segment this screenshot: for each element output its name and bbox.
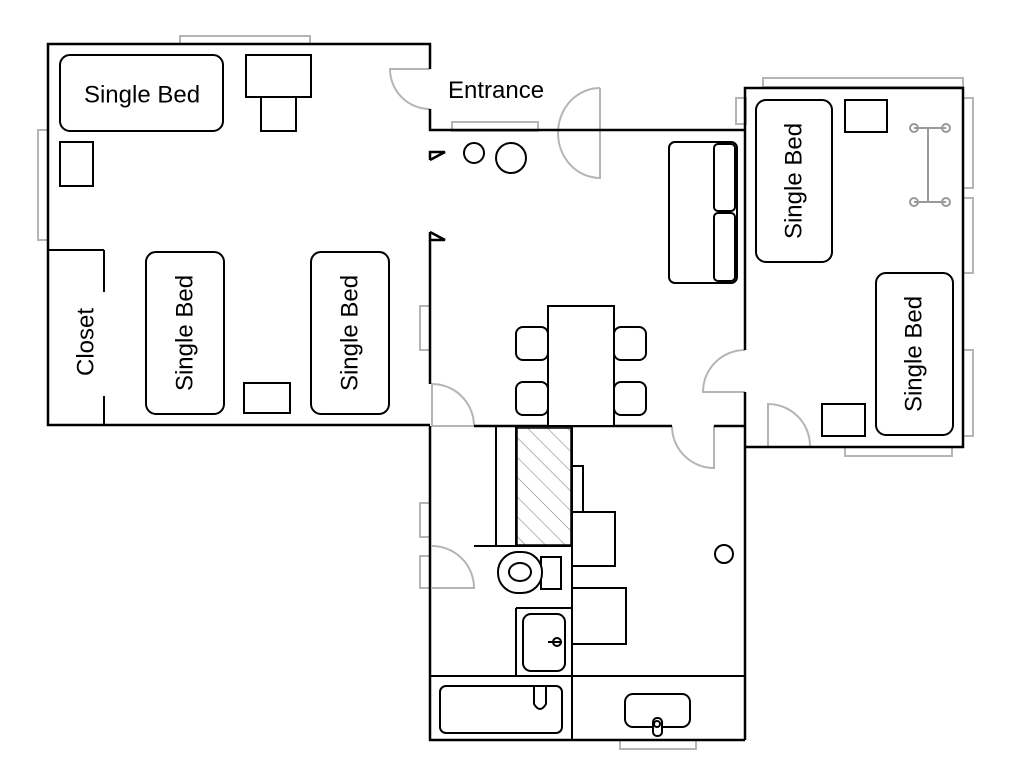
nightstand-left bbox=[59, 141, 94, 187]
window-bath-left-2 bbox=[419, 555, 431, 589]
washbasin bbox=[522, 613, 566, 672]
bed-4 bbox=[755, 99, 833, 263]
bed-3 bbox=[310, 251, 390, 415]
kitchen-sink bbox=[624, 693, 691, 737]
nightstand-right-bottom bbox=[821, 403, 866, 437]
coat-hook-small bbox=[463, 142, 485, 164]
label-bed-3: Single Bed bbox=[337, 275, 364, 391]
dining-chair-4 bbox=[613, 381, 647, 416]
bed-2 bbox=[145, 251, 225, 415]
desk-top-left bbox=[245, 54, 312, 98]
furniture bbox=[59, 54, 954, 737]
nightstand-right-top bbox=[844, 99, 888, 133]
door-right-room bbox=[767, 402, 811, 447]
door-entrance bbox=[557, 87, 601, 180]
door-top-left-room bbox=[388, 68, 431, 110]
bathtub bbox=[439, 685, 563, 734]
bed-5 bbox=[875, 272, 954, 436]
counter-1 bbox=[571, 511, 616, 567]
coat-hook-large bbox=[495, 142, 527, 174]
hatched-shaft bbox=[516, 427, 572, 546]
clothes-rail bbox=[909, 123, 951, 207]
door-bathroom bbox=[431, 545, 476, 589]
window-right-room-right-3 bbox=[962, 349, 974, 437]
chair-top-left bbox=[260, 96, 297, 132]
window-mid-left-1 bbox=[419, 305, 431, 351]
toilet bbox=[497, 551, 562, 594]
label-bed-5: Single Bed bbox=[901, 296, 928, 412]
window-kitchen-bottom bbox=[619, 739, 697, 750]
dining-chair-2 bbox=[515, 381, 549, 416]
labels: Entrance Closet Single Bed Single Bed Si… bbox=[73, 77, 928, 412]
label-bed-4: Single Bed bbox=[781, 123, 808, 239]
doors bbox=[388, 68, 811, 589]
label-bed-1: Single Bed bbox=[84, 82, 200, 109]
label-entrance: Entrance bbox=[448, 77, 544, 104]
dining-table bbox=[547, 305, 615, 427]
nightstand-middle bbox=[243, 382, 291, 414]
floor-drain bbox=[714, 544, 734, 564]
windows bbox=[37, 35, 974, 750]
door-kitchen bbox=[671, 425, 715, 470]
bed-1 bbox=[59, 54, 224, 132]
window-right-room-bottom bbox=[844, 446, 953, 457]
window-left-wall bbox=[37, 129, 49, 241]
window-right-room-right-1 bbox=[962, 97, 974, 189]
counter-strip bbox=[571, 465, 584, 513]
counter-2 bbox=[571, 587, 627, 645]
window-right-room-right-2 bbox=[962, 197, 974, 274]
dining-chair-1 bbox=[515, 326, 549, 361]
window-right-room-top bbox=[762, 77, 964, 88]
label-bed-2: Single Bed bbox=[172, 275, 199, 391]
dining-chair-3 bbox=[613, 326, 647, 361]
door-living-right bbox=[701, 349, 746, 393]
label-closet: Closet bbox=[73, 308, 100, 376]
window-bath-left-1 bbox=[419, 502, 431, 538]
door-living-left bbox=[431, 382, 476, 427]
